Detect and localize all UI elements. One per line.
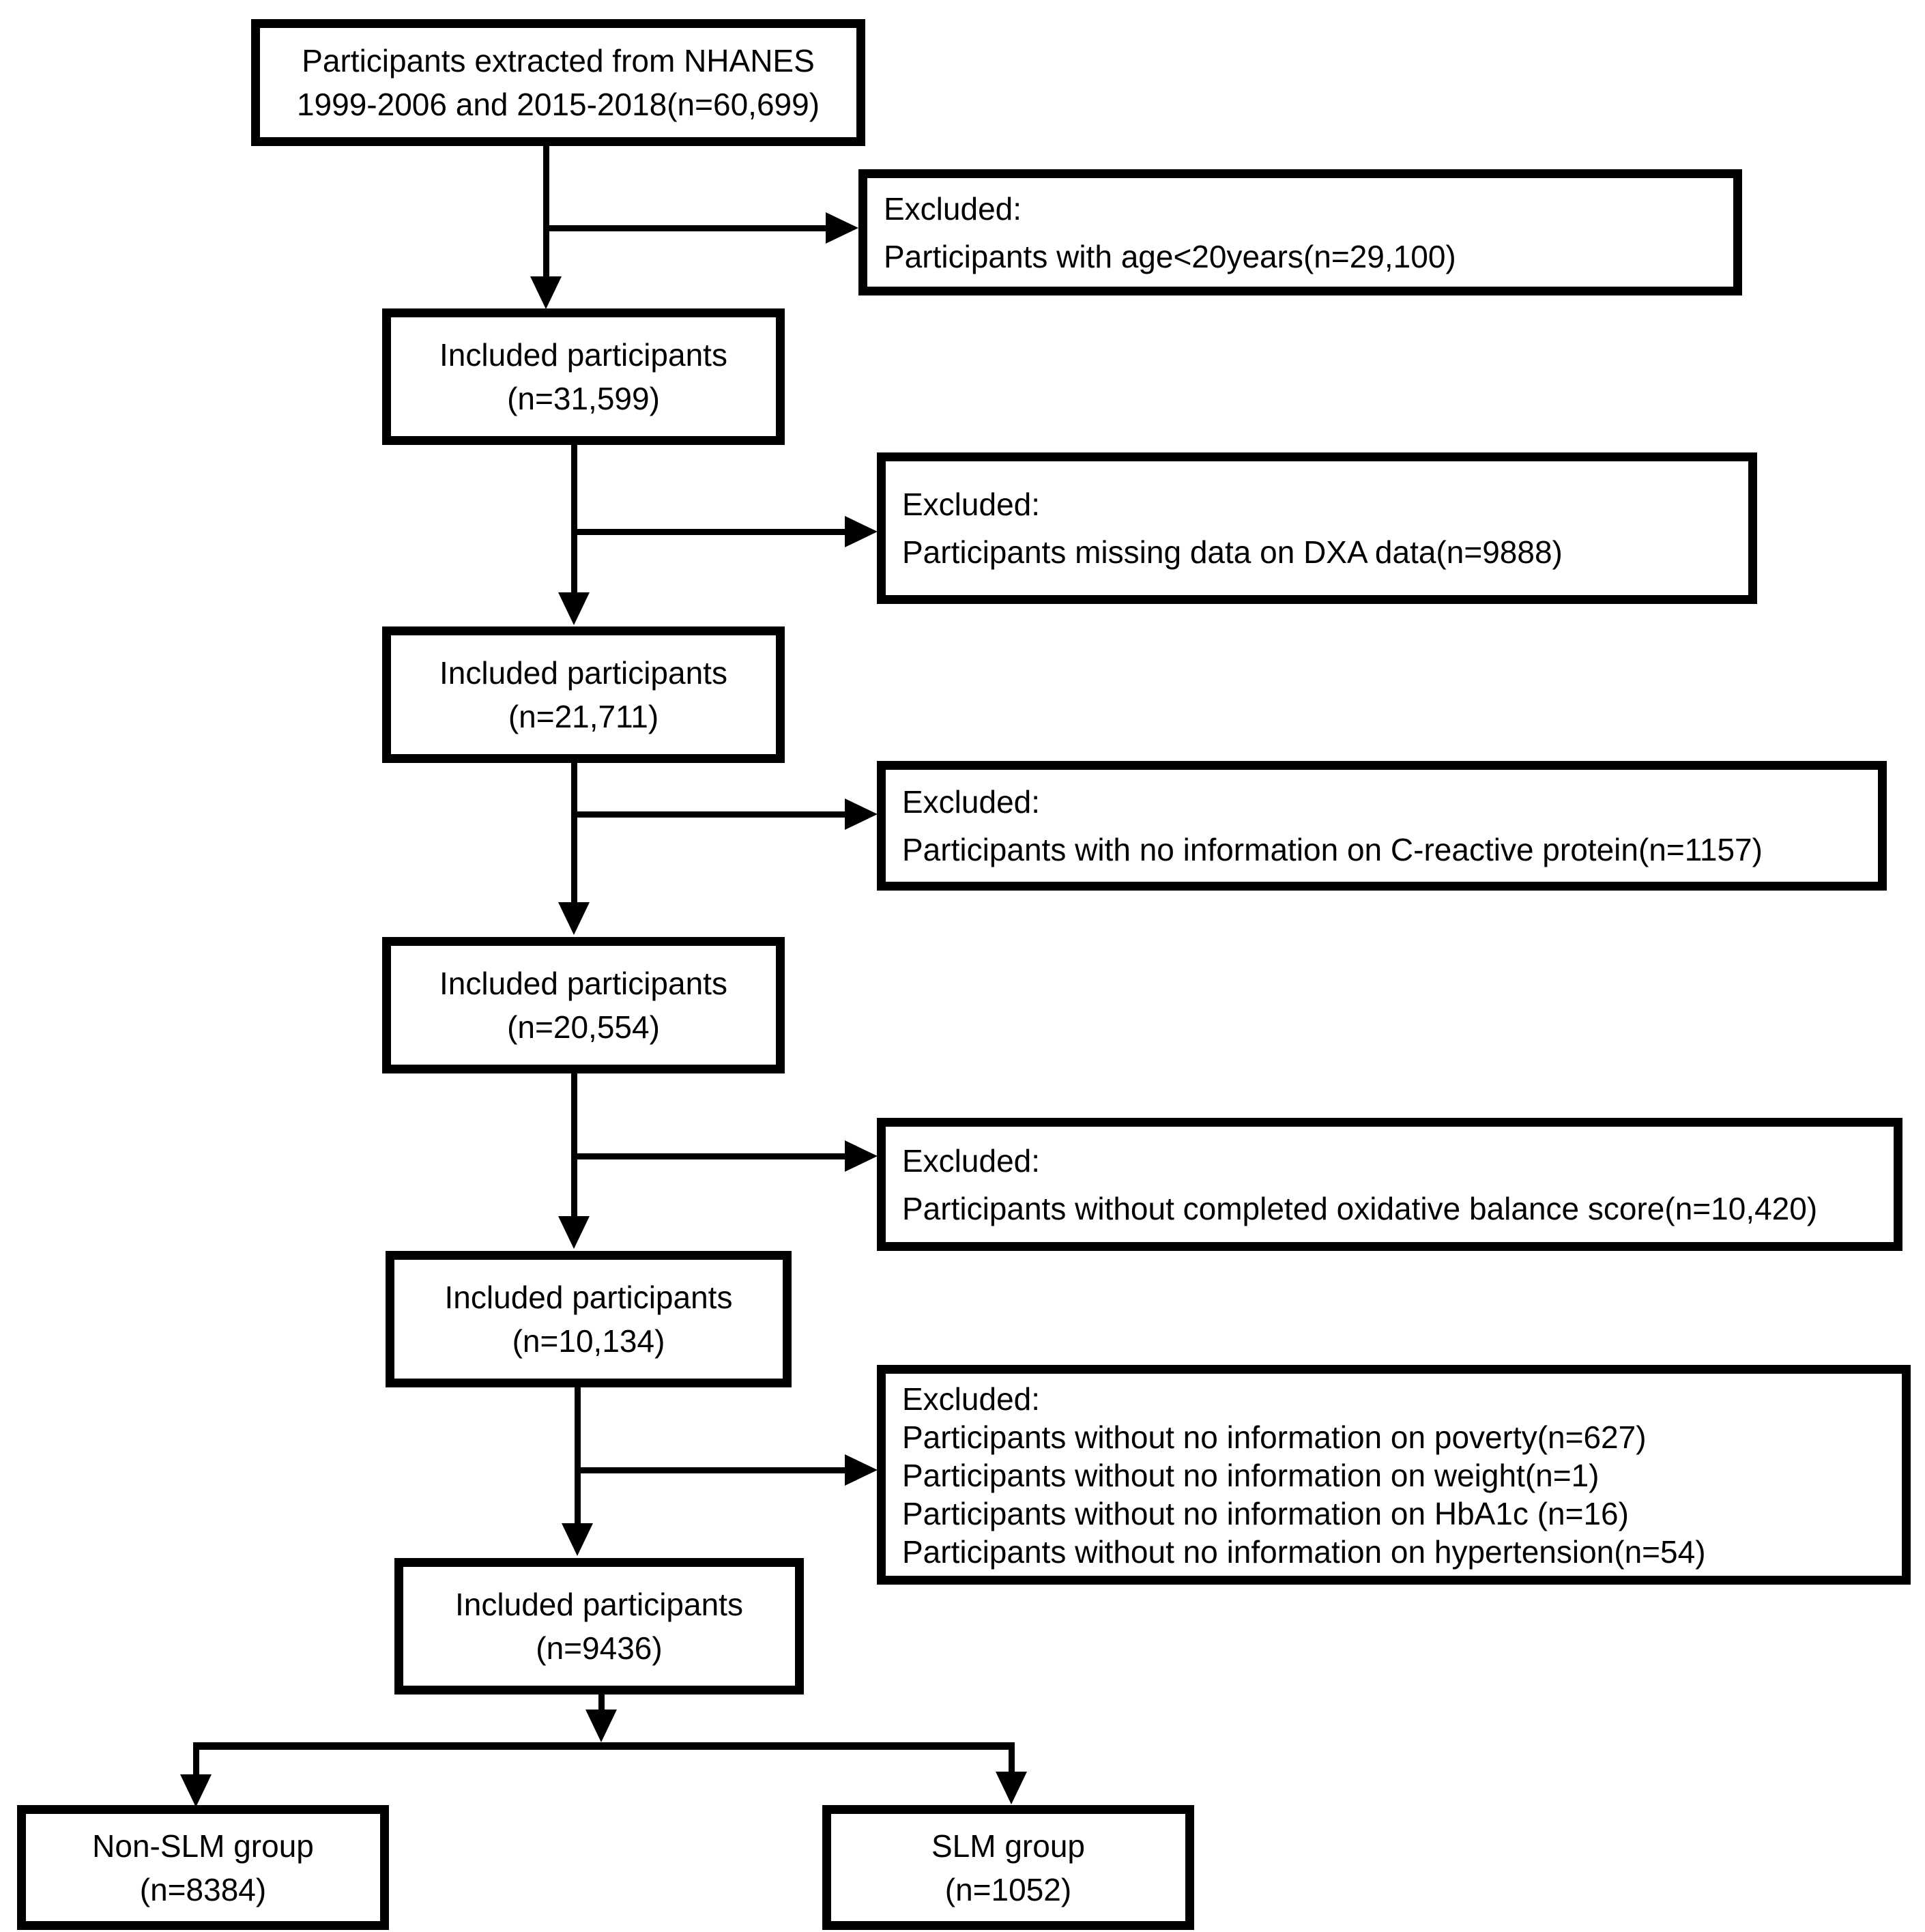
included-3-label: Included participants bbox=[439, 966, 727, 1001]
connector-step3-step4-line bbox=[571, 1073, 577, 1217]
split-horizontal-line bbox=[193, 1742, 1015, 1750]
connector-step4-step5-line bbox=[575, 1387, 581, 1525]
arrow-right-exclusion3-icon bbox=[845, 798, 878, 830]
included-box-1: Included participants (n=31,599) bbox=[382, 308, 785, 445]
connector-split-slm-line bbox=[1009, 1750, 1015, 1773]
included-box-2: Included participants (n=21,711) bbox=[382, 626, 785, 763]
arrow-right-exclusion1-icon bbox=[826, 212, 858, 244]
included-2-label: Included participants bbox=[439, 655, 727, 691]
arrow-right-exclusion5-icon bbox=[845, 1454, 878, 1486]
non-slm-count: (n=8384) bbox=[139, 1871, 267, 1907]
included-4-label: Included participants bbox=[444, 1280, 733, 1315]
excluded-5-reason-1: Participants without no information on p… bbox=[902, 1419, 1647, 1455]
excluded-3-reason: Participants with no information on C-re… bbox=[902, 832, 1763, 867]
connector-split-nonslm-line bbox=[193, 1750, 199, 1776]
excluded-5-reason-3: Participants without no information on H… bbox=[902, 1496, 1629, 1531]
connector-exclusion4-line bbox=[574, 1153, 845, 1159]
outcome-box-slm: SLM group (n=1052) bbox=[822, 1805, 1194, 1930]
excluded-box-5: Excluded: Participants without no inform… bbox=[877, 1365, 1911, 1585]
excluded-box-4: Excluded: Participants without completed… bbox=[877, 1118, 1902, 1251]
arrow-down-step3-icon bbox=[558, 902, 590, 935]
included-4-count: (n=10,134) bbox=[512, 1323, 665, 1359]
excluded-box-3: Excluded: Participants with no informati… bbox=[877, 761, 1887, 891]
included-1-label: Included participants bbox=[439, 337, 727, 373]
included-box-4: Included participants (n=10,134) bbox=[386, 1251, 792, 1387]
arrow-down-step4-icon bbox=[558, 1216, 590, 1249]
excluded-4-reason: Participants without completed oxidative… bbox=[902, 1190, 1818, 1226]
connector-step5-split-line bbox=[598, 1695, 605, 1711]
non-slm-label: Non-SLM group bbox=[92, 1828, 314, 1864]
arrow-right-exclusion4-icon bbox=[845, 1140, 878, 1172]
outcome-box-non-slm: Non-SLM group (n=8384) bbox=[17, 1805, 389, 1930]
excluded-5-reason-4: Participants without no information on h… bbox=[902, 1534, 1706, 1570]
included-1-count: (n=31,599) bbox=[507, 381, 660, 416]
excluded-3-header: Excluded: bbox=[902, 784, 1041, 820]
excluded-1-reason: Participants with age<20years(n=29,100) bbox=[884, 238, 1456, 274]
excluded-1-header: Excluded: bbox=[884, 190, 1022, 227]
excluded-5-header: Excluded: bbox=[902, 1381, 1041, 1417]
connector-step2-step3-line bbox=[571, 763, 577, 904]
included-box-3: Included participants (n=20,554) bbox=[382, 937, 785, 1073]
arrow-down-split-icon bbox=[585, 1710, 617, 1742]
arrow-down-nonslm-icon bbox=[180, 1774, 212, 1807]
included-5-count: (n=9436) bbox=[536, 1630, 663, 1666]
connector-exclusion1-line bbox=[546, 225, 826, 231]
arrow-right-exclusion2-icon bbox=[845, 516, 878, 547]
arrow-down-step1-icon bbox=[530, 276, 562, 309]
connector-source-step1-line bbox=[543, 145, 549, 278]
connector-exclusion5-line bbox=[577, 1467, 845, 1473]
excluded-2-reason: Participants missing data on DXA data(n=… bbox=[902, 534, 1563, 570]
source-line-1: Participants extracted from NHANES bbox=[302, 43, 815, 78]
excluded-2-header: Excluded: bbox=[902, 487, 1041, 522]
arrow-down-step5-icon bbox=[562, 1523, 593, 1556]
source-line-2: 1999-2006 and 2015-2018(n=60,699) bbox=[296, 87, 820, 122]
connector-step1-step2-line bbox=[571, 445, 577, 594]
source-box: Participants extracted from NHANES 1999-… bbox=[251, 19, 865, 146]
excluded-4-header: Excluded: bbox=[902, 1142, 1041, 1179]
connector-exclusion2-line bbox=[574, 529, 845, 535]
excluded-box-1: Excluded: Participants with age<20years(… bbox=[858, 169, 1742, 295]
arrow-down-slm-icon bbox=[996, 1772, 1027, 1804]
excluded-box-2: Excluded: Participants missing data on D… bbox=[877, 452, 1757, 604]
excluded-5-reason-2: Participants without no information on w… bbox=[902, 1458, 1600, 1493]
included-3-count: (n=20,554) bbox=[507, 1009, 660, 1045]
arrow-down-step2-icon bbox=[558, 592, 590, 625]
connector-exclusion3-line bbox=[574, 811, 845, 818]
slm-count: (n=1052) bbox=[944, 1871, 1072, 1907]
slm-label: SLM group bbox=[931, 1828, 1085, 1864]
included-2-count: (n=21,711) bbox=[508, 699, 659, 734]
included-box-5: Included participants (n=9436) bbox=[394, 1558, 804, 1695]
included-5-label: Included participants bbox=[455, 1587, 743, 1622]
